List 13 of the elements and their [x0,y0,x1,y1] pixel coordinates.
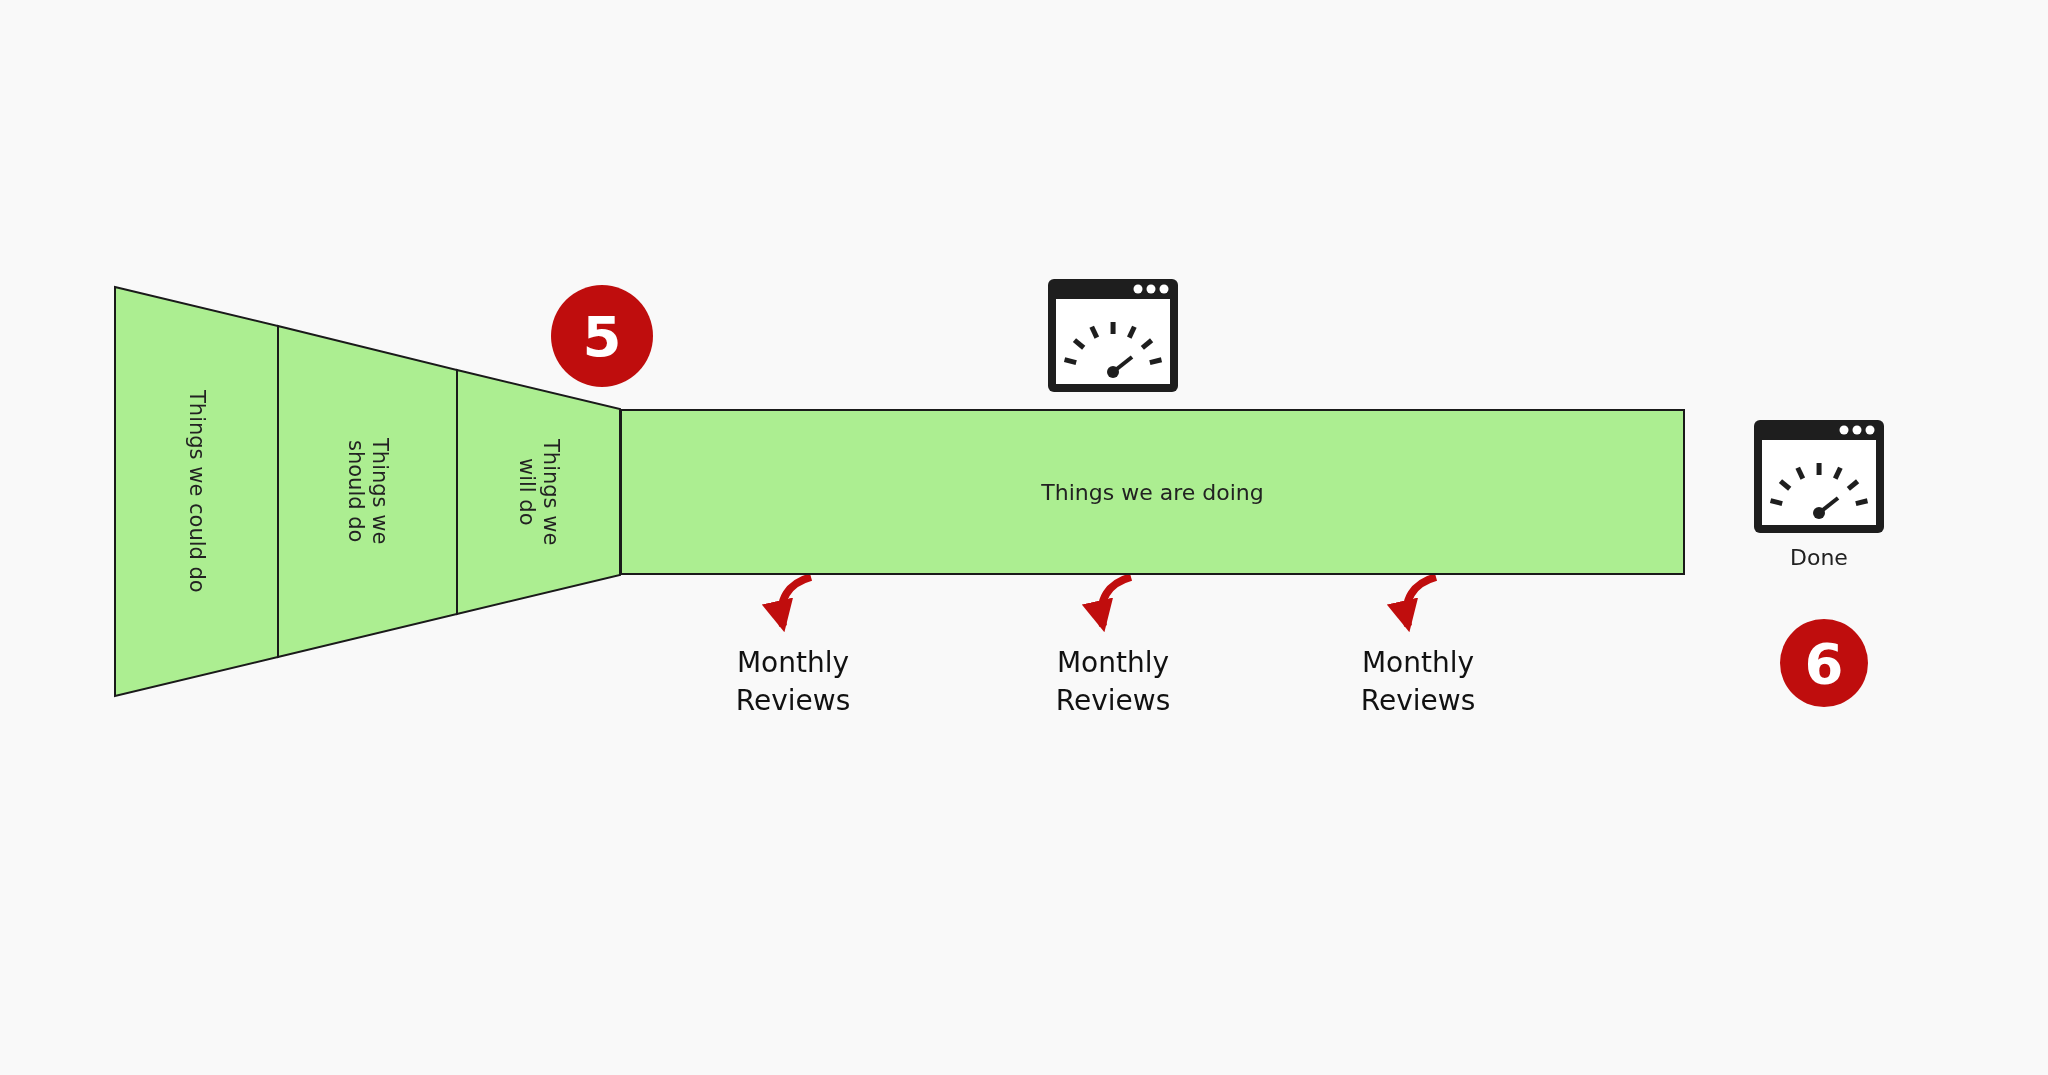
node-text: Things we are doing [1041,479,1264,505]
curved-arrow [1082,573,1133,633]
status-label: Done [1790,545,1848,570]
curved-arrow [762,573,813,633]
funnel-section [457,370,620,614]
callout-text: 6 [1804,630,1844,696]
node-text: Things we should do [343,437,392,547]
curved-arrow [1387,573,1438,633]
node-text: Things we will do [514,437,563,548]
node-text: Things we could do [184,390,209,593]
funnel-section [115,287,278,696]
callout-text: 5 [582,303,622,369]
funnel-section [278,326,457,657]
